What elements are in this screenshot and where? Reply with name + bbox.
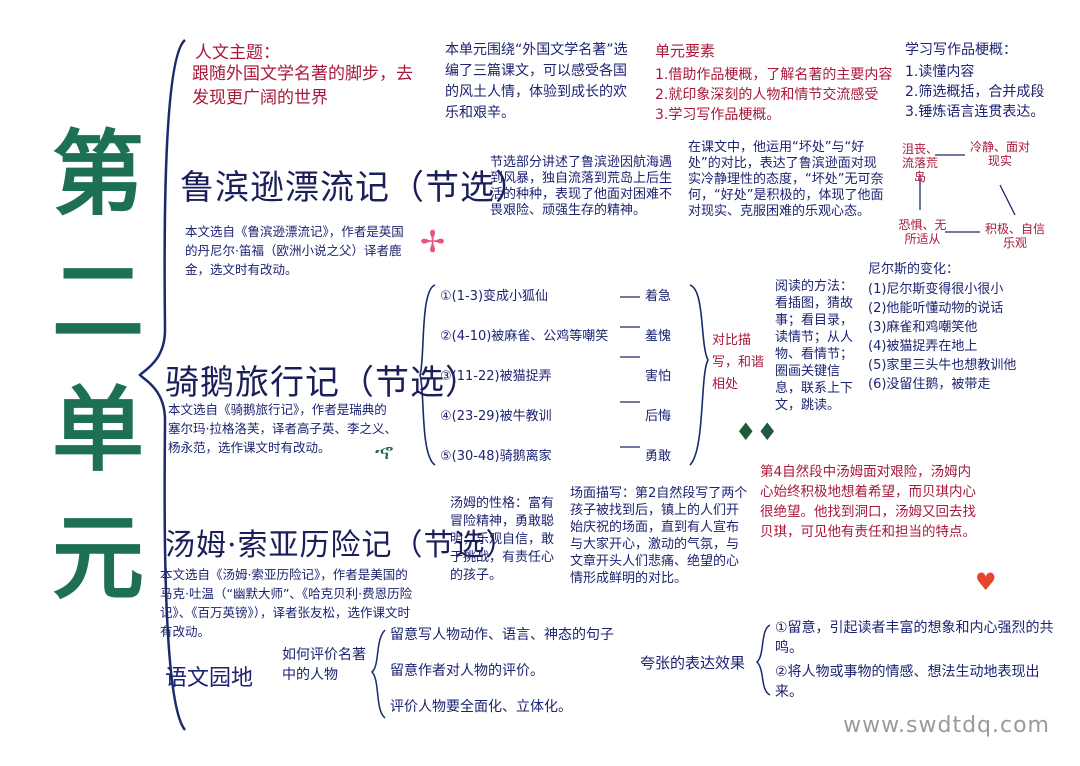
part-item: ③(11-22)被猫捉弄 [440,369,552,384]
feeling-item: 着急 [645,289,672,304]
unit-elements: 单元要素 1.借助作品梗概，了解名著的主要内容 2.就印象深刻的人物和情节交流感… [655,40,895,125]
lesson1-title: 鲁滨逊漂流记（节选） [180,168,530,208]
heart-icon: ♥ [975,568,997,596]
effect-item: ①留意，引起读者丰富的想象和内心强烈的共鸣。 [775,620,1054,656]
nils-changes-title: 尼尔斯的变化： [868,262,960,277]
lesson3-source: 本文选自《汤姆·索亚历险记》，作者是美国的马克·吐温（“幽默大师”、《哈克贝利·… [160,567,413,639]
part-item: ⑤(30-48)骑鹅离家 [440,449,552,464]
exaggeration-effects: ①留意，引起读者丰富的想象和内心强烈的共鸣。 ②将人物或事物的情感、想法生动地表… [775,618,1055,702]
garden-title: 语文园地 [165,666,254,691]
leaf-icon: ኆ [375,440,394,465]
tom-character: 汤姆的性格：富有冒险精神，勇敢聪明，乐观自信，敢于挑战，有责任心的孩子。 [450,496,555,583]
leaf-icon: ♦♦ [735,418,779,446]
unit-title-char: 元 [52,504,145,612]
feeling-item: 后悔 [645,409,672,424]
change-item: (5)家里三头牛也想教训他 [868,358,1017,373]
garden-item: 留意作者对人物的评价。 [390,663,544,679]
unit-title-char: 二 [52,248,145,356]
change-item: (3)麻雀和鸡嘲笑他 [868,320,978,335]
change-item: (2)他能听懂动物的说话 [868,301,1004,316]
change-item: (4)被猫捉弄在地上 [868,339,978,354]
lesson2-title: 骑鹅旅行记（节选） [165,363,480,403]
watermark: www.swdtdq.com [843,713,1050,738]
part-item: ④(23-29)被牛教训 [440,409,552,424]
unit-element-item: 1.借助作品梗概，了解名著的主要内容 [655,67,893,83]
garden-item: 留意写人物动作、语言、神态的句子 [390,627,614,643]
mind-node: 冷静、面对现实 [970,140,1031,168]
writing-guide-item: 1.读懂内容 [905,64,975,80]
effect-item: ②将人物或事物的情感、想法生动地表现出来。 [775,664,1040,700]
feeling-item: 勇敢 [645,449,672,464]
writing-guide: 学习写作品梗概： 1.读懂内容 2.筛选概括，合并成段 3.锤炼语言连贯表达。 [905,40,1065,122]
unit-intro: 本单元围绕“外国文学名著”选编了三篇课文，可以感受各国的风土人情，体验到成长的欢… [445,42,628,121]
garden-topic: 如何评价名著中的人物 [282,647,366,683]
feeling-item: 害怕 [645,369,672,384]
sparkle-icon: ✢ [420,225,446,260]
change-item: (1)尼尔斯变得很小很小 [868,282,1004,297]
scene-description: 场面描写：第2自然段写了两个孩子被找到后，镇上的人们开始庆祝的场面，直到有人宣布… [570,486,748,586]
mind-node: 恐惧、无所适从 [898,218,947,246]
lesson2-brace-label: 对比描写，和谐相处 [712,333,765,392]
theme-text: 跟随外国文学名著的脚步，去发现更广阔的世界 [192,64,413,108]
mind-node: 沮丧、流落荒岛 [901,142,938,184]
garden-item: 评价人物要全面化、立体化。 [390,699,572,715]
exaggeration-title: 夸张的表达效果 [640,654,746,672]
mind-node: 积极、自信乐观 [985,222,1046,250]
change-item: (6)没留住鹅，被带走 [868,377,991,392]
nils-changes: 尼尔斯的变化： (1)尼尔斯变得很小很小 (2)他能听懂动物的说话 (3)麻雀和… [868,262,1068,393]
lesson1-source: 本文选自《鲁滨逊漂流记》，作者是英国的丹尼尔·笛福（欧洲小说之父）译者鹿金，选文… [185,224,404,277]
unit-title-char: 第 [52,120,145,228]
writing-guide-item: 3.锤炼语言连贯表达。 [905,104,1045,120]
lesson2-feelings: 着急 羞愧 害怕 后悔 勇敢 [645,277,671,477]
theme-label: 人文主题： [195,43,280,63]
lesson3-title: 汤姆·索亚历险记（节选） [165,528,517,563]
lesson2-parts: ①(1-3)变成小狐仙 ②(4-10)被麻雀、公鸡等嘲笑 ③(11-22)被猫捉… [440,277,608,477]
unit-element-item: 3.学习写作品梗概。 [655,107,781,123]
unit-title: 第 二 单 元 [52,110,145,622]
lesson2-source: 本文选自《骑鹅旅行记》，作者是瑞典的塞尔玛·拉格洛芙，译者高子英、李之义、杨永范… [168,402,397,455]
part-item: ②(4-10)被麻雀、公鸡等嘲笑 [440,329,609,344]
part-item: ①(1-3)变成小狐仙 [440,289,549,304]
lesson1-analysis: 在课文中，他运用“坏处”与“好处”的对比，表达了鲁滨逊面对现实冷静理性的态度，“… [688,140,884,219]
unit-element-item: 2.就印象深刻的人物和情节交流感受 [655,87,879,103]
reading-method: 阅读的方法：看插图，猜故事；看目录，读情节；从人物、看情节；圈画关键信息，联系上… [775,279,854,413]
writing-guide-title: 学习写作品梗概： [905,42,1017,58]
unit-elements-title: 单元要素 [655,42,716,60]
feeling-item: 羞愧 [645,329,672,344]
writing-guide-item: 2.筛选概括，合并成段 [905,84,1045,100]
paragraph4-note: 第4自然段中汤姆面对艰险，汤姆内心始终积极地想着希望，而贝琪内心很绝望。他找到洞… [760,464,976,540]
lesson1-summary: 节选部分讲述了鲁滨逊因航海遇到风暴，独自流落到荒岛上后生活的种种，表现了他面对困… [490,155,673,218]
unit-title-char: 单 [52,376,145,484]
garden-items: 留意写人物动作、语言、神态的句子 留意作者对人物的评价。 评价人物要全面化、立体… [390,625,630,717]
